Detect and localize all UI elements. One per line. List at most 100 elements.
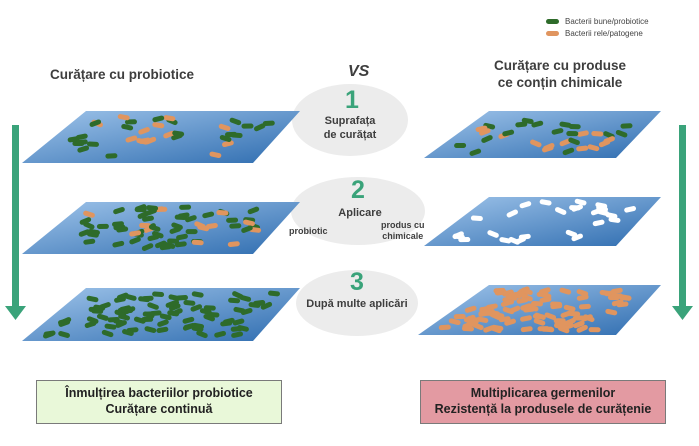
result-left-line-1: Înmulțirea bacteriilor probiotice xyxy=(65,386,253,400)
bacterium xyxy=(58,331,70,338)
legend-bad-label: Bacterii rele/patogene xyxy=(565,29,643,38)
bacterium xyxy=(138,127,150,135)
bacterium xyxy=(560,310,573,318)
bacterium xyxy=(174,214,187,220)
bacterium xyxy=(112,221,124,227)
bacterium xyxy=(169,303,181,311)
bacterium xyxy=(214,330,226,338)
bacterium xyxy=(487,230,499,238)
bacterium xyxy=(564,317,576,326)
bacterium xyxy=(125,135,138,143)
bacterium xyxy=(174,241,187,248)
bacterium xyxy=(506,209,518,218)
bacterium xyxy=(191,291,204,298)
bacterium xyxy=(91,308,104,314)
bacterium xyxy=(129,236,141,245)
bacterium xyxy=(544,312,557,320)
bacterium xyxy=(87,141,99,147)
bacterium xyxy=(138,296,151,303)
bacterium xyxy=(75,133,88,140)
bacterium xyxy=(458,237,471,243)
result-right-line-2: Rezistență la produsele de curățenie xyxy=(434,402,652,416)
bacterium xyxy=(571,233,583,242)
right-title: Curățare cu produse ce conțin chimicale xyxy=(470,57,650,91)
bacterium xyxy=(541,145,554,153)
bacterium xyxy=(555,207,567,215)
bacterium xyxy=(134,207,147,213)
bacterium xyxy=(216,210,229,216)
bacterium xyxy=(448,318,461,326)
bacterium xyxy=(77,145,90,153)
bacterium xyxy=(581,314,593,322)
bacterium xyxy=(523,306,536,313)
bacterium xyxy=(133,316,146,324)
bacterium xyxy=(230,132,243,138)
bacterium xyxy=(99,302,111,310)
bacterium xyxy=(508,305,521,314)
bacterium xyxy=(241,123,254,129)
bacteria-right-3 xyxy=(438,286,632,334)
bacterium xyxy=(536,289,549,297)
bacterium xyxy=(116,226,129,233)
bacterium xyxy=(121,307,134,314)
bacterium xyxy=(167,310,180,317)
bacterium xyxy=(113,207,125,215)
bacterium xyxy=(58,318,70,326)
result-left-line-2: Curățare continuă xyxy=(105,402,213,416)
step-1-number: 1 xyxy=(345,86,359,114)
bacterium xyxy=(559,138,572,147)
bacterium xyxy=(141,243,154,251)
bacterium xyxy=(229,223,242,229)
bacterium xyxy=(144,136,157,145)
bacterium xyxy=(559,287,572,295)
bacterium xyxy=(147,302,159,310)
step-1-label-line-1: Suprafața xyxy=(324,115,376,127)
bacterium xyxy=(565,229,578,238)
step-1-label-line-2: de curățat xyxy=(323,129,377,141)
bacterium xyxy=(169,226,182,234)
bacterium xyxy=(241,225,253,233)
bacterium xyxy=(196,330,208,339)
bacterium xyxy=(147,234,160,242)
bacterium xyxy=(568,123,581,130)
bacterium xyxy=(172,130,185,137)
bacterium xyxy=(479,128,491,136)
step-2-right-note: produs cu chimicale xyxy=(381,220,425,242)
bacterium xyxy=(531,120,544,128)
bacterium xyxy=(616,301,629,308)
bacterium xyxy=(86,295,99,303)
bacterium xyxy=(122,329,134,336)
bacterium xyxy=(481,135,493,143)
bacterium xyxy=(485,303,498,310)
bacterium xyxy=(574,198,587,206)
bacterium xyxy=(554,322,566,330)
bacterium xyxy=(104,323,117,330)
bacterium xyxy=(454,142,467,149)
result-right-box: Multiplicarea germenilor Rezistență la p… xyxy=(420,380,666,424)
bacterium xyxy=(608,216,621,223)
bacterium xyxy=(83,210,95,218)
bacterium xyxy=(595,202,608,209)
bacterium xyxy=(514,236,526,245)
bacterium xyxy=(562,147,575,156)
bacterium xyxy=(43,331,55,339)
bacterium xyxy=(117,114,130,121)
bacterium xyxy=(566,131,579,137)
bacterium xyxy=(105,153,118,159)
right-down-arrow xyxy=(672,125,693,320)
bacterium xyxy=(587,144,600,152)
surface-right-3 xyxy=(418,285,661,335)
bacterium xyxy=(152,122,165,129)
bacterium xyxy=(156,326,169,334)
step-3-number: 3 xyxy=(350,268,364,296)
bacterium xyxy=(240,307,253,316)
step-2-label: Aplicare xyxy=(338,207,382,219)
bacterium xyxy=(539,199,552,206)
bacterium xyxy=(89,119,102,127)
bacterium xyxy=(142,311,155,317)
bacterium xyxy=(230,326,243,332)
bacterium xyxy=(452,231,464,240)
bacteria-left-1 xyxy=(67,114,275,159)
bacterium xyxy=(155,240,167,249)
